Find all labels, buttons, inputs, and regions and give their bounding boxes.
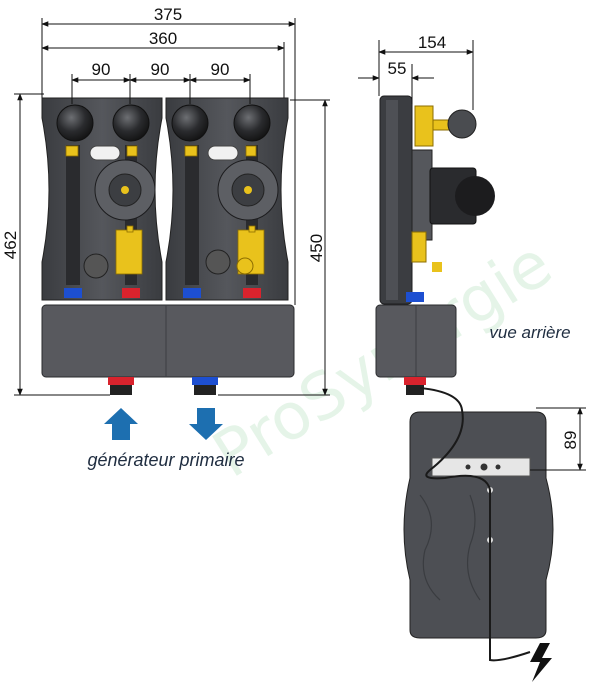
supply-up-arrow-icon (104, 408, 138, 440)
dim-side-depth: 154 (418, 33, 446, 52)
dim-spacing-2: 90 (151, 60, 170, 79)
dim-back-height: 89 (561, 431, 580, 450)
caption-generator: générateur primaire (87, 450, 244, 470)
return-down-arrow-icon (189, 408, 223, 440)
dim-overall-height: 462 (1, 231, 20, 259)
lightning-icon (530, 643, 552, 682)
mixing-valve-left (83, 253, 109, 279)
dim-spacing-1: 90 (92, 60, 111, 79)
front-dimensions (14, 18, 330, 396)
caption-rear-view: vue arrière (489, 323, 570, 342)
side-view (375, 95, 495, 395)
primary-return-connection (192, 377, 218, 385)
dim-inner-width: 360 (149, 29, 177, 48)
primary-supply-connection (108, 377, 134, 385)
rear-control-box (403, 411, 554, 639)
dim-side-offset: 55 (388, 59, 407, 78)
mixing-valve-right (205, 249, 231, 275)
front-base-box (41, 304, 295, 378)
handwheel (447, 109, 477, 139)
dim-inner-height: 450 (307, 234, 326, 262)
dim-overall-width: 375 (154, 5, 182, 24)
dim-spacing-3: 90 (211, 60, 230, 79)
front-view (41, 97, 295, 395)
power-cable (419, 387, 531, 662)
